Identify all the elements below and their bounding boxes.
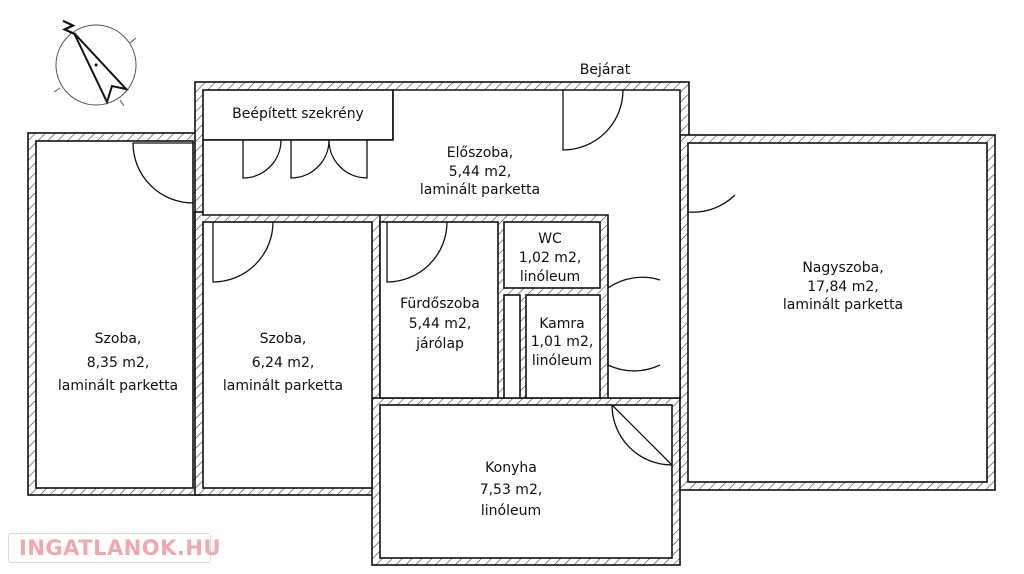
door-room1: [132, 142, 194, 204]
room1-area: 8,35 m2,: [87, 355, 150, 371]
door-kitchen: [611, 404, 673, 466]
door-living: [687, 152, 736, 213]
wc-name: WC: [538, 231, 562, 247]
watermark-text: INGATLANOK.HU: [19, 536, 222, 560]
wc-area: 1,02 m2,: [519, 250, 582, 266]
hall-name: Előszoba,: [447, 145, 513, 161]
room2-name: Szoba,: [260, 331, 307, 347]
room1-floor: laminált parketta: [58, 378, 178, 394]
door-bath: [386, 221, 448, 283]
door-room2: [212, 221, 274, 283]
shaft: [503, 294, 521, 399]
room-living: [687, 142, 988, 483]
hall-area: 5,44 m2,: [449, 164, 512, 180]
room-kitchen: [379, 404, 673, 559]
living-floor: laminált parketta: [783, 297, 903, 313]
door-closet-2: [290, 139, 330, 179]
pantry-area: 1,01 m2,: [531, 334, 594, 350]
room-szoba-2: [202, 221, 373, 489]
bath-floor: járólap: [415, 336, 464, 352]
door-closet-3: [328, 139, 368, 179]
room-hall: [202, 89, 681, 399]
room1-name: Szoba,: [95, 331, 142, 347]
kitchen-name: Konyha: [485, 460, 537, 476]
pantry-name: Kamra: [539, 316, 585, 332]
bath-name: Fürdőszoba: [400, 296, 480, 312]
room-szoba-1: [35, 140, 194, 489]
room2-floor: laminált parketta: [223, 378, 343, 394]
bath-area: 5,44 m2,: [409, 316, 472, 332]
doors: [132, 89, 736, 466]
room-wc: [503, 221, 601, 289]
living-area: 17,84 m2,: [807, 279, 879, 295]
room-closet: [202, 89, 394, 141]
living-name: Nagyszoba,: [802, 260, 883, 276]
wc-floor: linóleum: [520, 269, 580, 285]
watermark: INGATLANOK.HU: [8, 533, 221, 563]
door-closet-1: [242, 139, 282, 179]
hall-floor: laminált parketta: [420, 182, 540, 198]
kitchen-floor: linóleum: [481, 503, 541, 519]
room-pantry: [525, 294, 601, 399]
north-compass-icon: [53, 19, 137, 107]
door-pantry: [607, 305, 661, 372]
room2-area: 6,24 m2,: [252, 355, 315, 371]
entrance-label: Bejárat: [580, 62, 631, 78]
pantry-floor: linóleum: [532, 353, 592, 369]
closet-label: Beépített szekrény: [232, 106, 364, 122]
kitchen-area: 7,53 m2,: [480, 482, 543, 498]
door-wc: [607, 228, 661, 290]
door-entrance: [562, 89, 624, 151]
